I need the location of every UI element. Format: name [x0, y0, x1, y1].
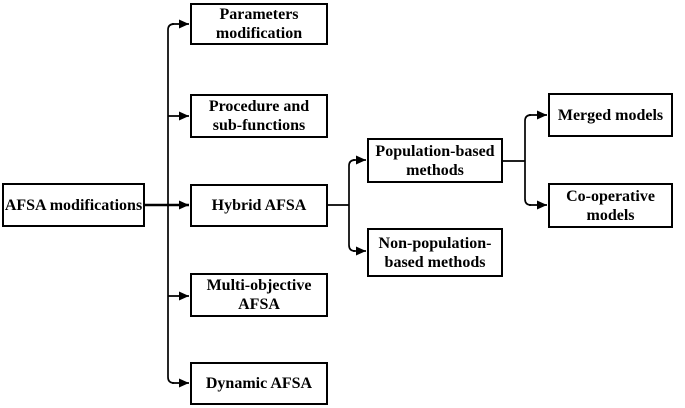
node-procedure-sub-functions: Procedure and sub-functions: [190, 94, 328, 138]
node-label: AFSA: [238, 296, 280, 313]
node-afsa-modifications: AFSA modifications: [2, 183, 145, 227]
node-label: Procedure and: [208, 98, 310, 115]
node-multi-objective-afsa: Multi-objective AFSA: [190, 273, 328, 317]
node-merged-models: Merged models: [548, 93, 673, 137]
node-label: Dynamic AFSA: [205, 375, 313, 392]
node-parameters-modification: Parameters modification: [190, 3, 328, 45]
trunk-level1: [167, 23, 175, 384]
node-label: Non-population-: [378, 234, 492, 252]
trunk-level3: [524, 114, 532, 206]
node-non-population-based-methods: Non-population- based methods: [367, 228, 503, 277]
node-population-based-methods: Population-based methods: [367, 138, 503, 183]
node-label: Multi-objective: [206, 277, 312, 294]
node-dynamic-afsa: Dynamic AFSA: [190, 362, 328, 405]
node-hybrid-afsa: Hybrid AFSA: [190, 184, 328, 227]
node-label: models: [586, 206, 635, 224]
node-label: Merged models: [557, 106, 664, 124]
node-label: AFSA modifications: [4, 196, 143, 214]
node-label: sub-functions: [212, 117, 306, 134]
trunk-level2: [348, 159, 356, 252]
node-label: based methods: [384, 253, 486, 271]
node-label: Parameters: [219, 6, 299, 23]
node-label: Population-based: [375, 142, 495, 160]
node-label: Hybrid AFSA: [211, 197, 307, 214]
node-label: modification: [215, 25, 303, 42]
node-label: methods: [406, 161, 464, 179]
node-label: Co-operative: [566, 187, 655, 205]
node-co-operative-models: Co-operative models: [548, 183, 673, 228]
